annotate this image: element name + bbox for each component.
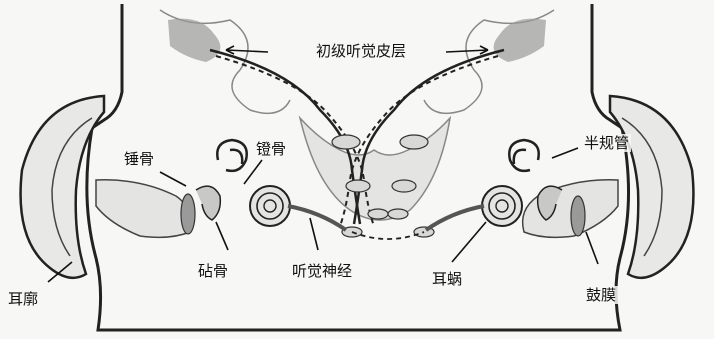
nucleus bbox=[332, 135, 360, 149]
label-eardrum: 鼓膜 bbox=[584, 286, 618, 304]
nucleus bbox=[392, 180, 416, 192]
label-primary-auditory-cortex: 初级听觉皮层 bbox=[314, 42, 408, 60]
label-auditory-nerve: 听觉神经 bbox=[290, 262, 354, 280]
left-cortex-shade bbox=[168, 19, 220, 62]
right-cortex-shade bbox=[494, 19, 546, 62]
right-cochlea-outer bbox=[482, 186, 522, 226]
right-ear-canal bbox=[523, 180, 618, 238]
left-ossicles bbox=[196, 186, 220, 220]
label-malleus: 锤骨 bbox=[122, 150, 156, 168]
label-stapes: 镫骨 bbox=[254, 140, 288, 158]
left-cochlea-outer bbox=[250, 186, 290, 226]
nucleus bbox=[388, 209, 408, 219]
right-auditory-nerve bbox=[426, 206, 484, 230]
crossing-fibers bbox=[352, 232, 424, 239]
right-semicircular bbox=[509, 140, 538, 171]
left-semicircular bbox=[217, 140, 246, 171]
label-cochlea: 耳蜗 bbox=[430, 270, 464, 288]
nucleus bbox=[400, 135, 428, 149]
label-semicircular-canals: 半规管 bbox=[582, 134, 631, 152]
nucleus bbox=[368, 209, 388, 219]
label-incus: 砧骨 bbox=[196, 262, 230, 280]
left-auditory-nerve bbox=[288, 206, 346, 230]
label-pinna: 耳廓 bbox=[6, 290, 40, 308]
left-eardrum bbox=[181, 194, 195, 234]
left-ear-canal bbox=[96, 180, 191, 238]
right-eardrum bbox=[571, 196, 585, 236]
left-pinna bbox=[21, 96, 104, 278]
nucleus bbox=[346, 180, 370, 192]
